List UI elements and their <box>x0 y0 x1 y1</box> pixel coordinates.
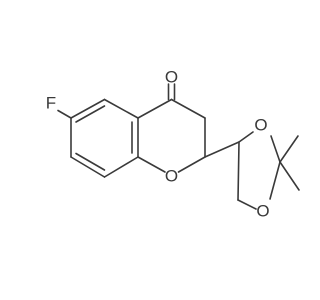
bond <box>75 105 106 123</box>
bond <box>103 98 139 119</box>
bond <box>279 135 299 163</box>
bond <box>279 161 300 191</box>
bond <box>103 156 139 178</box>
bond <box>170 98 206 119</box>
dioxolane-oxygen-bottom-label: O <box>256 201 269 220</box>
bond <box>57 109 72 119</box>
bond <box>75 152 106 171</box>
atom-labels: O F O O O <box>46 67 270 220</box>
chemical-structure: O F O O O <box>46 67 300 220</box>
bond <box>70 156 106 178</box>
bond <box>237 199 257 210</box>
dioxolane-oxygen-top-label: O <box>254 115 267 134</box>
bond-lines <box>57 83 300 210</box>
bond <box>238 131 254 143</box>
bond <box>237 141 240 201</box>
bond <box>269 161 281 200</box>
fluorine-label: F <box>46 93 56 112</box>
bond <box>137 156 166 173</box>
bond <box>270 135 281 163</box>
bond <box>70 98 106 119</box>
ring-oxygen-label: O <box>165 166 178 185</box>
bond <box>177 156 206 173</box>
carbonyl-oxygen-label: O <box>165 67 178 86</box>
bond <box>204 141 240 158</box>
molecule-drawing: O F O O O <box>46 67 300 220</box>
bond <box>137 98 173 119</box>
